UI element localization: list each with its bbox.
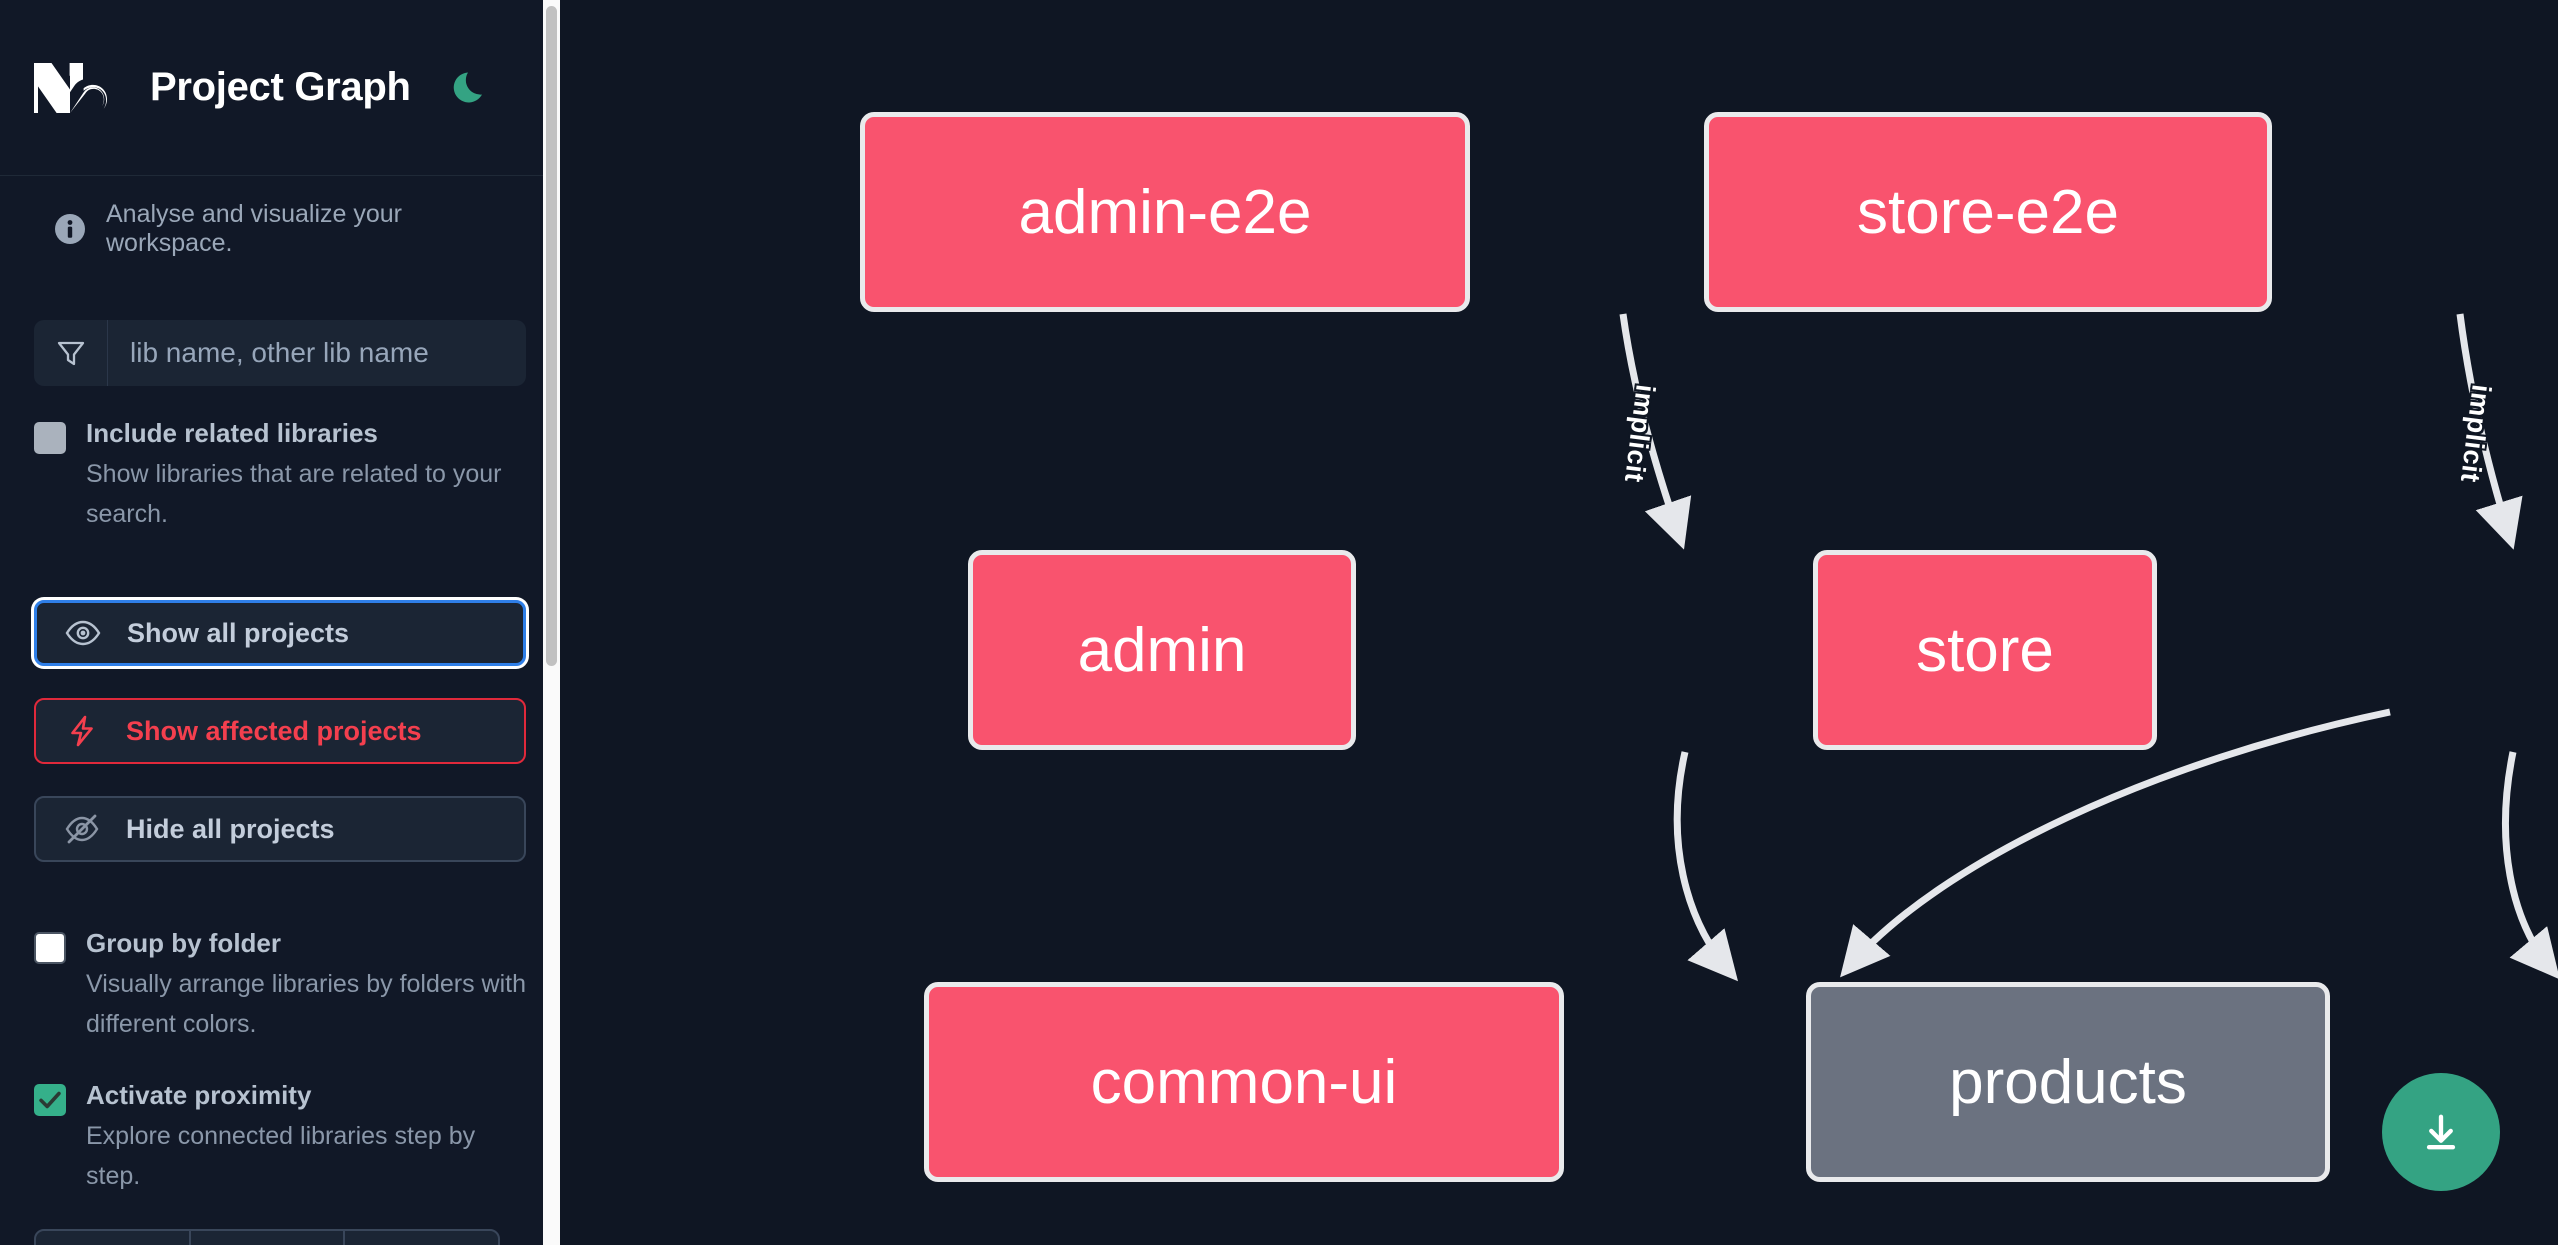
graph-node-admin-label: admin [1077,615,1247,685]
nx-logo-icon [33,57,118,119]
option-include-related-libraries[interactable]: Include related libraries Show libraries… [0,416,560,534]
group-by-folder-description: Visually arrange libraries by folders wi… [86,970,527,1038]
include-related-libraries-checkbox[interactable] [34,422,66,454]
show-affected-projects-label: Show affected projects [126,715,422,746]
edge-store-to-products [2502,751,2558,980]
checkmark-icon [39,1091,61,1109]
sidebar-tagline-text: Analyse and visualize your workspace. [106,200,402,257]
graph-edges [1619,313,2558,982]
activate-proximity-checkbox[interactable] [34,1084,66,1116]
edge-admin-to-common-ui [1673,751,1739,982]
include-related-libraries-label: Include related libraries [86,418,378,448]
group-by-folder-label: Group by folder [86,928,281,958]
download-icon [2426,1114,2456,1150]
sidebar-scrollbar-track[interactable] [543,0,560,1245]
download-image-button[interactable] [2382,1073,2500,1191]
info-icon [54,213,86,245]
app-title: Project Graph [150,65,411,109]
graph-node-admin-e2e-label: admin-e2e [1018,177,1312,247]
show-all-projects-button[interactable]: Show all projects [34,600,526,666]
sidebar-scrollbar-thumb[interactable] [546,6,557,666]
edge-store-e2e-to-store [2456,313,2523,550]
bottom-segmented-control[interactable] [34,1229,500,1245]
sidebar-tagline: Analyse and visualize your workspace. [0,176,560,257]
graph-node-store-e2e[interactable]: store-e2e [1704,112,2272,312]
graph-node-admin-e2e[interactable]: admin-e2e [860,112,1470,312]
moon-icon[interactable] [449,65,495,111]
lightning-bolt-icon [64,713,104,749]
graph-canvas[interactable]: admin-e2e store-e2e admin store common-u… [560,0,2558,1245]
graph-node-products[interactable]: products [1806,982,2330,1182]
search-field[interactable] [34,320,526,386]
sidebar-header: Project Graph [0,0,560,176]
group-by-folder-checkbox[interactable] [34,932,66,964]
option-group-by-folder[interactable]: Group by folder Visually arrange librari… [0,926,560,1044]
segment-3[interactable] [345,1231,498,1245]
eye-icon [65,615,105,651]
edge-store-to-common-ui [1840,708,2391,978]
graph-node-products-label: products [1949,1047,2187,1117]
hide-all-projects-button[interactable]: Hide all projects [34,796,526,862]
graph-node-store-label: store [1916,615,2054,685]
search-input[interactable] [108,320,526,386]
show-affected-projects-button[interactable]: Show affected projects [34,698,526,764]
activate-proximity-label: Activate proximity [86,1080,312,1110]
segment-2[interactable] [191,1231,346,1245]
graph-node-common-ui-label: common-ui [1090,1047,1398,1117]
option-activate-proximity[interactable]: Activate proximity Explore connected lib… [0,1078,560,1196]
graph-node-store-e2e-label: store-e2e [1857,177,2119,247]
graph-node-admin[interactable]: admin [968,550,1356,750]
segment-1[interactable] [36,1231,191,1245]
activate-proximity-description: Explore connected libraries step by step… [86,1122,476,1190]
sidebar-scroll-area[interactable]: Project Graph Analyse and visualize yo [0,0,560,1245]
sidebar: Project Graph Analyse and visualize yo [0,0,560,1245]
edge-admin-e2e-to-admin [1619,313,1692,550]
include-related-libraries-description: Show libraries that are related to your … [86,460,502,528]
graph-node-common-ui[interactable]: common-ui [924,982,1564,1182]
show-all-projects-label: Show all projects [127,617,350,648]
hide-all-projects-label: Hide all projects [126,813,335,844]
eye-off-icon [64,811,104,847]
filter-funnel-icon[interactable] [34,320,108,386]
graph-node-store[interactable]: store [1813,550,2157,750]
